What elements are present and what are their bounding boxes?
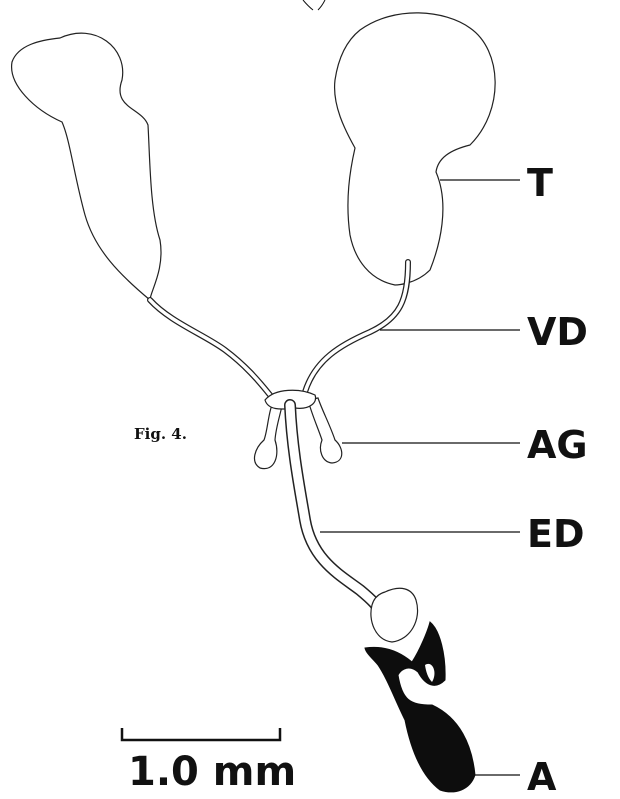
label-vas-deferens: VD — [527, 313, 588, 351]
right-testis — [335, 13, 496, 285]
scale-bar-label: 1.0 mm — [128, 752, 296, 792]
label-testis: T — [527, 164, 553, 202]
scale-bar — [122, 728, 280, 740]
top-fragment — [303, 0, 325, 10]
label-aedeagus: A — [527, 758, 556, 796]
label-accessory-gland: AG — [527, 426, 588, 464]
ejaculatory-bulb — [371, 588, 418, 642]
label-ejaculatory-duct: ED — [527, 515, 585, 553]
figure-caption: Fig. 4. — [134, 425, 187, 443]
left-testis — [12, 33, 161, 300]
aedeagus — [365, 622, 475, 792]
right-accessory-gland — [308, 398, 342, 463]
